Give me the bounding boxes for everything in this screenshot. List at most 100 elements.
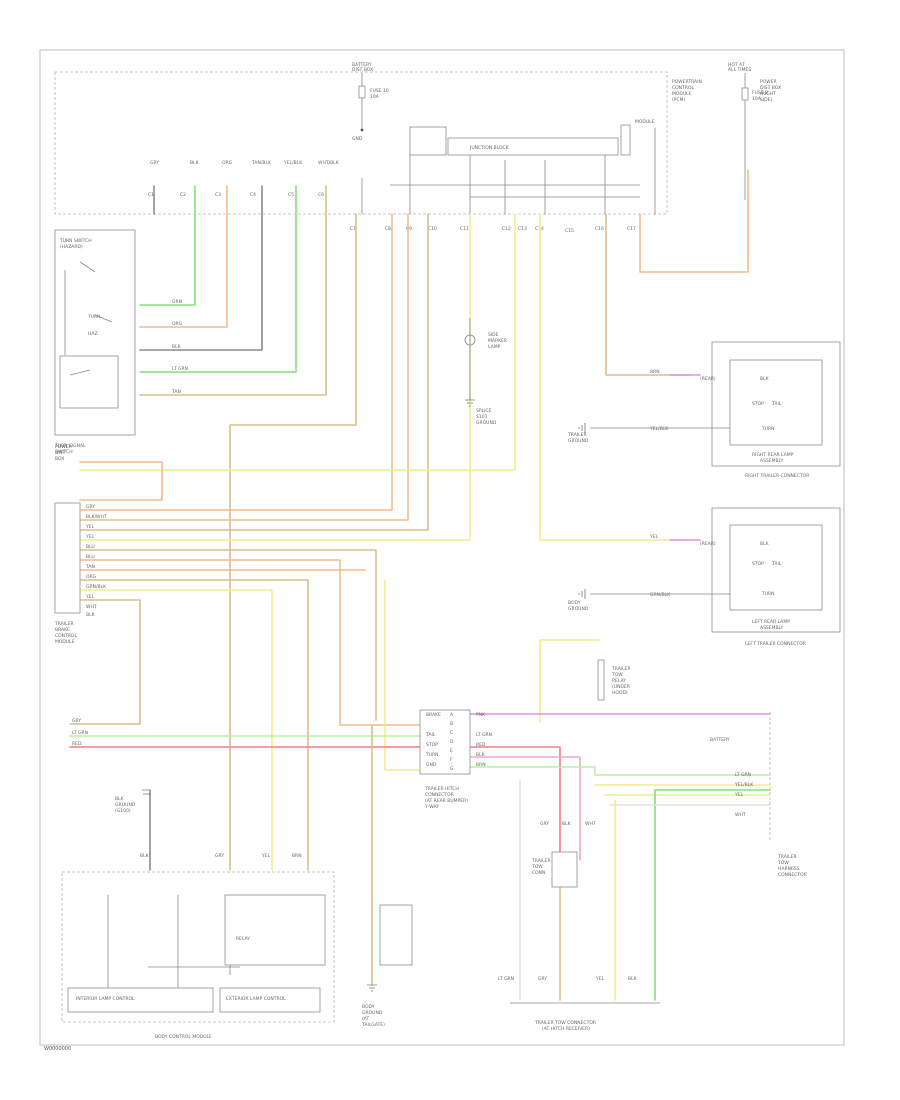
- svg-text:SPLICE: SPLICE: [476, 408, 492, 414]
- svg-text:C2: C2: [180, 192, 186, 198]
- diagram-frame: [39, 49, 845, 1046]
- svg-text:YEL: YEL: [85, 534, 95, 540]
- turn-switch-label: TURN SWITCH: [59, 238, 92, 244]
- bcm-ground: BLK GROUND (G100): [115, 789, 151, 814]
- svg-text:WHT: WHT: [86, 604, 97, 610]
- svg-text:A: A: [450, 712, 454, 718]
- svg-text:CONNECTOR: CONNECTOR: [425, 792, 454, 798]
- svg-text:C5: C5: [288, 192, 294, 198]
- svg-text:ORG: ORG: [222, 160, 233, 166]
- svg-text:BLK: BLK: [760, 541, 770, 547]
- svg-text:BLU: BLU: [86, 554, 95, 560]
- svg-text:GROUND: GROUND: [568, 606, 589, 612]
- svg-text:RIGHT REAR LAMP: RIGHT REAR LAMP: [752, 452, 794, 458]
- svg-text:C4: C4: [250, 192, 256, 198]
- battery-fuse-label: BATTERY: [352, 62, 372, 68]
- svg-text:STOP: STOP: [752, 561, 764, 567]
- bottom-trailer-tow-connector: LT GRN GRY YEL BLK TRAILER TOW CONNECTOR…: [498, 976, 660, 1032]
- svg-text:C7: C7: [350, 226, 356, 232]
- svg-text:LEFT REAR LAMP: LEFT REAR LAMP: [752, 619, 790, 625]
- tailgate-ground: BODY GROUND (AT TAILGATE): [361, 904, 413, 1028]
- svg-text:YEL/BLK: YEL/BLK: [283, 160, 303, 166]
- svg-text:BRN: BRN: [476, 762, 486, 768]
- svg-text:ALL TIMES: ALL TIMES: [728, 67, 751, 73]
- svg-text:LT GRN: LT GRN: [476, 732, 492, 738]
- svg-text:BLK: BLK: [562, 821, 572, 827]
- svg-text:TURN SIGNAL: TURN SIGNAL: [54, 443, 86, 449]
- junction-control-block: JUNCTION BLOCK MODULE: [390, 119, 656, 214]
- right-hot-fuse: HOT AT ALL TIMES FUSE 8 10A: [728, 62, 768, 200]
- svg-text:LT GRN: LT GRN: [735, 772, 751, 778]
- svg-text:TAIL: TAIL: [771, 561, 782, 567]
- svg-text:CONTROL: CONTROL: [55, 633, 77, 639]
- svg-text:PNK: PNK: [476, 712, 486, 718]
- svg-text:FUSE 8: FUSE 8: [752, 90, 768, 96]
- side-marker-lamp: SIDE MARKER LAMP SPLICE S101 GROUND: [464, 318, 507, 426]
- right-note: POWER DIST BOX (RIGHT SIDE): [760, 79, 781, 103]
- svg-text:D: D: [450, 739, 454, 745]
- svg-text:TURN: TURN: [761, 426, 775, 432]
- top-wire-tags: GRY BLK ORG TAN/BLK YEL/BLK WHT/BLK: [150, 160, 340, 166]
- svg-text:GROUND: GROUND: [362, 1010, 383, 1016]
- svg-text:SIDE: SIDE: [488, 332, 499, 338]
- svg-text:GRY: GRY: [86, 504, 95, 510]
- left-rear-lamp-assembly: STOP TAIL TURN LEFT REAR LAMP ASSEMBLY L…: [568, 507, 841, 647]
- svg-text:C13: C13: [518, 226, 527, 232]
- svg-text:YEL/BLK: YEL/BLK: [649, 426, 669, 432]
- battery-fuse-label-2: DIST BOX: [352, 67, 373, 73]
- svg-text:RELAY: RELAY: [236, 936, 250, 942]
- svg-text:MARKER: MARKER: [488, 338, 507, 344]
- svg-text:YEL: YEL: [649, 534, 659, 540]
- svg-text:TRAILER: TRAILER: [54, 621, 74, 627]
- svg-text:(AT HITCH RECEIVER): (AT HITCH RECEIVER): [542, 1026, 590, 1032]
- svg-text:SWITCH: SWITCH: [55, 449, 73, 455]
- svg-text:GRN/BLK: GRN/BLK: [86, 584, 107, 590]
- svg-text:(UNDER: (UNDER: [612, 684, 630, 690]
- svg-text:BOX: BOX: [55, 456, 64, 462]
- svg-text:TOW: TOW: [611, 672, 623, 678]
- svg-text:HARNESS: HARNESS: [778, 866, 800, 872]
- svg-text:LT GRN: LT GRN: [172, 366, 188, 372]
- svg-text:POWER: POWER: [760, 79, 777, 85]
- svg-text:(AT: (AT: [362, 1016, 369, 1022]
- svg-text:(RIGHT: (RIGHT: [760, 91, 776, 97]
- mid-tow-connector: TRAILER TOW CONN GRY BLK WHT: [531, 821, 596, 888]
- svg-text:TRAILER TOW CONNECTOR: TRAILER TOW CONNECTOR: [534, 1020, 596, 1026]
- svg-text:C8: C8: [385, 226, 391, 232]
- pcm-note: POWERTRAIN CONTROL MODULE (PCM): [672, 79, 702, 103]
- svg-text:WHT: WHT: [735, 812, 746, 818]
- svg-text:SIDE): SIDE): [760, 97, 772, 103]
- svg-text:GND: GND: [426, 762, 437, 768]
- svg-text:TRAILER: TRAILER: [531, 858, 551, 864]
- svg-text:YEL: YEL: [595, 976, 605, 982]
- svg-text:F: F: [450, 757, 453, 763]
- svg-text:GROUND: GROUND: [476, 420, 497, 426]
- svg-text:C12: C12: [502, 226, 511, 232]
- trailer-hitch-connector: A B C D E F G PNK LT GRN RED BLK BRN BRA…: [419, 709, 492, 810]
- svg-text:TRAILER: TRAILER: [567, 432, 587, 438]
- svg-text:WHT/BLK: WHT/BLK: [318, 160, 340, 166]
- svg-text:BLK: BLK: [115, 796, 125, 802]
- svg-text:MODULE: MODULE: [55, 639, 75, 645]
- trailer-relay-note: TRAILER TOW RELAY (UNDER HOOD): [597, 659, 631, 701]
- svg-text:C15: C15: [565, 228, 574, 234]
- svg-text:(AT REAR BUMPER): (AT REAR BUMPER): [425, 798, 468, 804]
- svg-text:DIST: DIST: [55, 450, 66, 456]
- svg-text:YEL: YEL: [261, 853, 271, 859]
- svg-text:YEL: YEL: [85, 524, 95, 530]
- svg-text:C17: C17: [627, 226, 636, 232]
- svg-text:TURN: TURN: [87, 314, 101, 320]
- svg-text:RED: RED: [476, 742, 486, 748]
- battery-fuse: BATTERY DIST BOX FUSE 10 10A GND: [352, 62, 389, 214]
- svg-text:C6: C6: [318, 192, 324, 198]
- svg-text:TAIL: TAIL: [771, 401, 782, 407]
- bus-tags: GRY LT GRN RED: [72, 718, 88, 747]
- svg-text:TURN: TURN: [425, 752, 439, 758]
- svg-text:GRY: GRY: [538, 976, 547, 982]
- svg-text:BRN: BRN: [650, 369, 660, 375]
- svg-text:ASSEMBLY: ASSEMBLY: [760, 458, 784, 464]
- svg-text:C: C: [450, 730, 453, 736]
- svg-text:RELAY: RELAY: [612, 678, 626, 684]
- svg-text:GRN: GRN: [172, 299, 182, 305]
